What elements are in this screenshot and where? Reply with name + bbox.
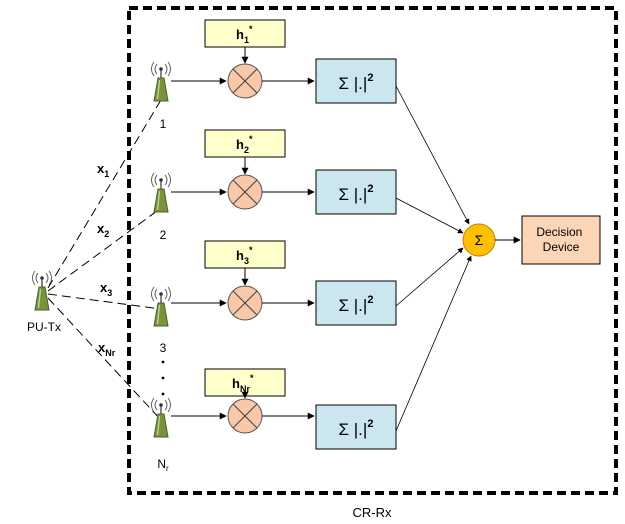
energy-label-2: Σ |.|2 (339, 183, 374, 204)
rx-antenna-1-icon (150, 61, 172, 102)
channel-label-nr: xNr (98, 340, 116, 358)
conjugate-label-1: h1* (236, 24, 253, 45)
rx-antenna-nr-icon (150, 397, 172, 438)
conjugate-label-nr: hNr* (232, 373, 254, 394)
conjugate-box-1 (204, 19, 286, 48)
conjugate-label-2: h2* (236, 134, 253, 155)
antenna-label-1: 1 (160, 117, 167, 131)
conjugate-box-2 (204, 129, 286, 158)
conjugate-box-nr (204, 368, 286, 397)
cr-rx-label: CR-Rx (353, 505, 392, 520)
pu-tx-label: PU-Tx (27, 320, 61, 334)
summer-symbol: Σ (475, 232, 484, 248)
channel-label-1: x1 (97, 161, 109, 179)
channel-line-3 (47, 293, 162, 310)
sum-input-3 (395, 247, 464, 307)
conjugate-label-3: h3* (236, 245, 253, 266)
cr-rx-boundary (127, 6, 618, 495)
rx-antenna-2-icon (150, 172, 172, 213)
antenna-label-3: 3 (160, 341, 167, 355)
energy-box-3 (315, 280, 397, 326)
branch-nr: Nr hNr* Σ |.|2 (150, 368, 397, 473)
energy-box-1 (315, 58, 397, 104)
decision-device-box (521, 215, 601, 265)
sum-input-2 (395, 197, 464, 234)
channel-line-nr (47, 297, 162, 421)
energy-box-2 (315, 169, 397, 215)
channel-line-2 (47, 207, 162, 292)
branch-2: 2 h2* Σ |.|2 (150, 129, 397, 242)
decision-device-label: Decision Device (536, 225, 585, 254)
channel-label-2: x2 (97, 221, 109, 239)
energy-label-3: Σ |.|2 (339, 294, 374, 315)
conjugate-box-3 (204, 240, 286, 269)
branch-1: 1 h1* Σ |.|2 (150, 19, 397, 131)
antenna-label-nr: Nr (157, 457, 169, 473)
antenna-label-2: 2 (160, 228, 167, 242)
channel-line-1 (47, 99, 162, 289)
branch-3: 3 h3* Σ |.|2 (150, 240, 397, 355)
energy-label-nr: Σ |.|2 (339, 418, 374, 439)
energy-label-1: Σ |.|2 (339, 72, 374, 93)
channel-label-3: x3 (100, 280, 112, 298)
energy-box-nr (315, 404, 397, 450)
ellipsis-dots (161, 360, 165, 396)
rx-antenna-3-icon (150, 286, 172, 327)
sum-input-nr (395, 255, 472, 432)
sum-input-1 (395, 85, 470, 225)
